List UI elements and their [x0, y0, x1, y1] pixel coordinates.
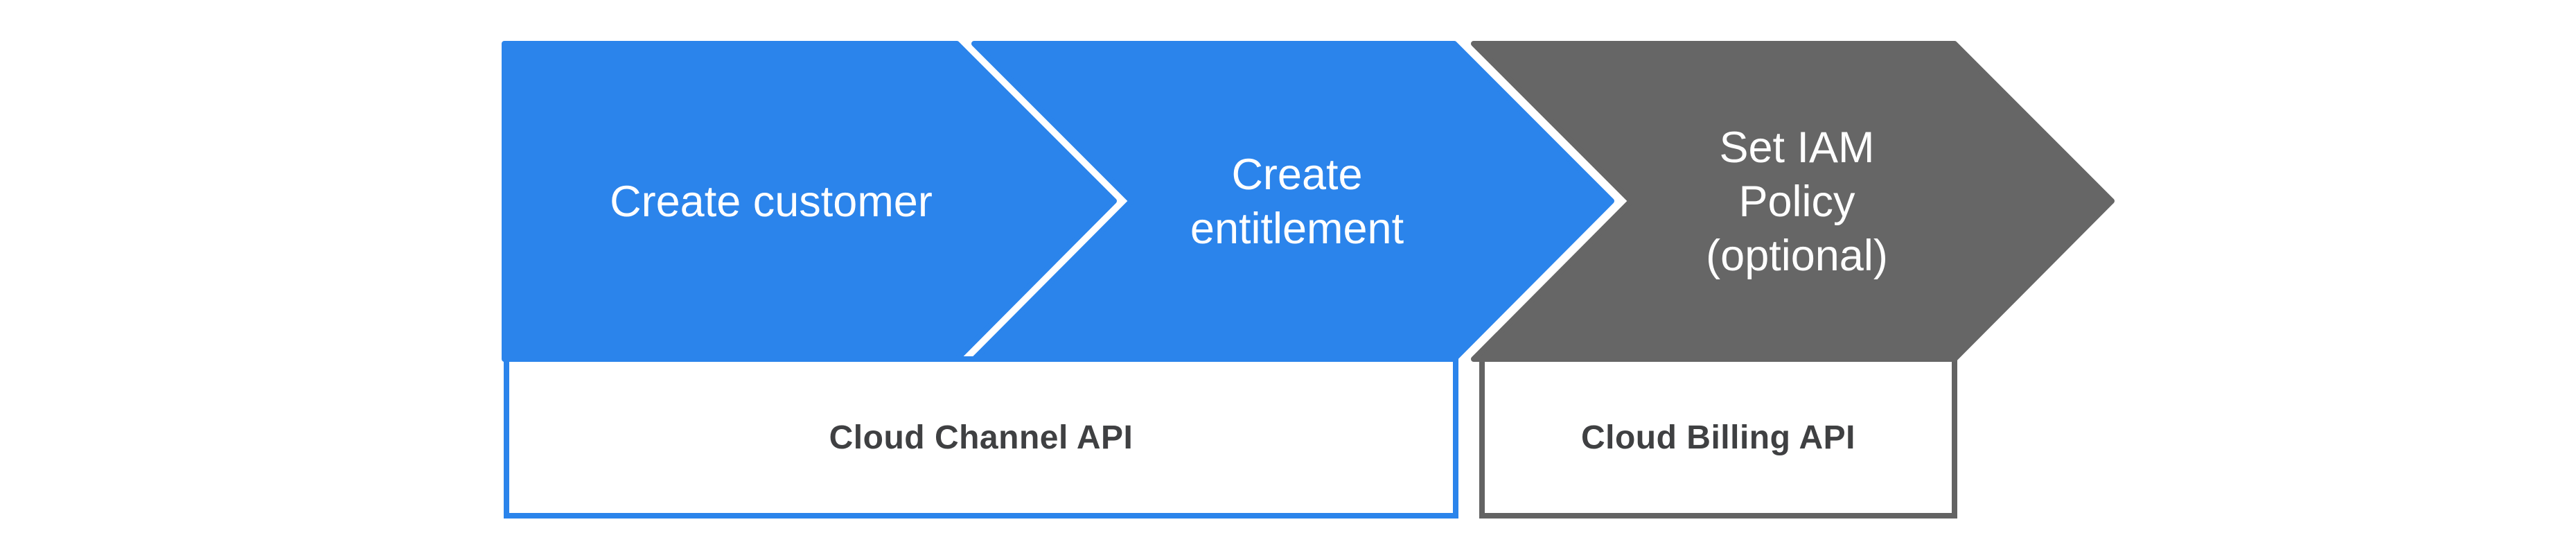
step-arrow-create-entitlement [971, 41, 1614, 362]
step-arrow-set-iam-policy [1471, 41, 2115, 362]
step-arrow-create-customer [502, 41, 1117, 362]
cloud-billing-api-label: Cloud Billing API [1580, 419, 1855, 456]
cloud-billing-api-box: Cloud Billing API [1479, 356, 1957, 518]
cloud-channel-api-label: Cloud Channel API [829, 419, 1133, 456]
